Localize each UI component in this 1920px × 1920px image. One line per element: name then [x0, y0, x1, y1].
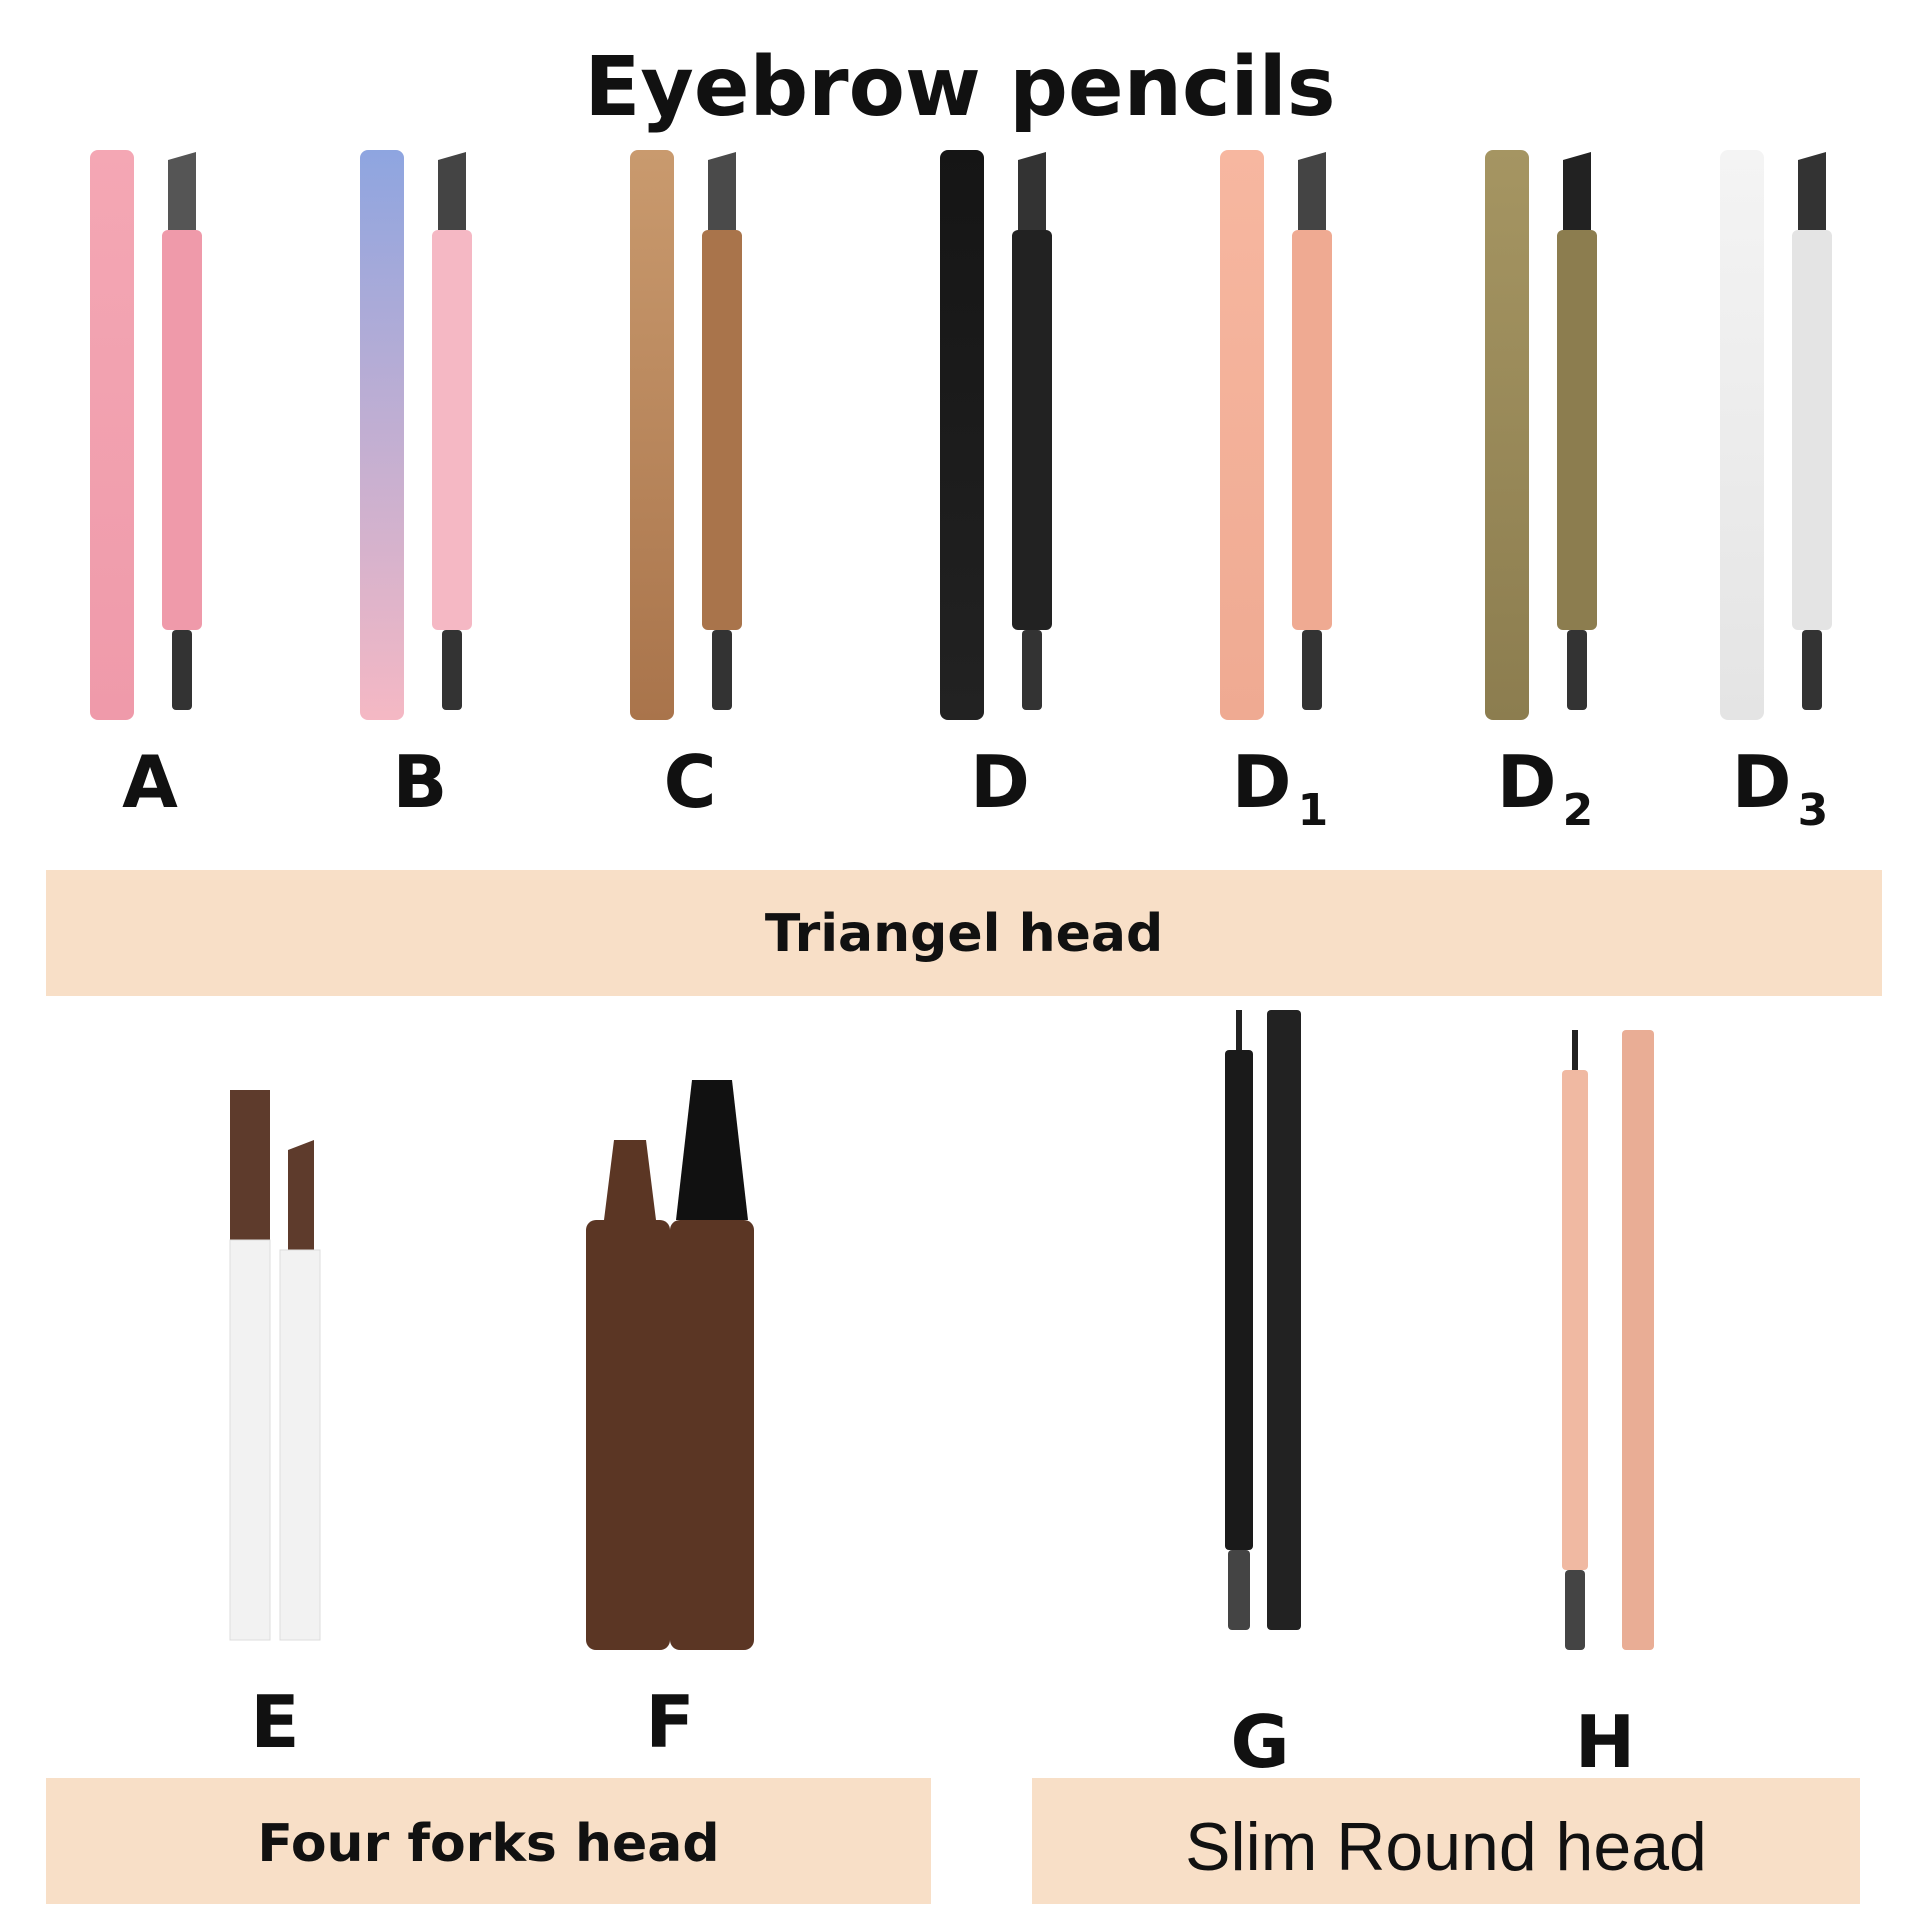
product-label: C — [664, 740, 717, 824]
pencil-body — [1012, 230, 1052, 630]
pencil-cap — [630, 150, 674, 720]
pen-cap-top — [230, 1090, 270, 1240]
pencil-tip — [1236, 1010, 1242, 1050]
slim-round-head-band: Slim Round head — [1032, 1778, 1860, 1904]
four-forks-head-band: Four forks head — [46, 1778, 931, 1904]
product-letter: D — [970, 740, 1030, 824]
pencil-image — [1225, 1010, 1301, 1630]
product-label: D — [970, 740, 1030, 824]
spoolie-brush — [1565, 1570, 1585, 1650]
pencil-cap — [1220, 150, 1264, 720]
pencil-tip — [1563, 152, 1591, 230]
pen-tip — [288, 1140, 314, 1250]
pencil-cap — [1485, 150, 1529, 720]
pencil-image — [1562, 1030, 1654, 1650]
product-letter: A — [122, 740, 178, 824]
pencil-image — [1720, 150, 1832, 720]
pencil-cap — [360, 150, 404, 720]
pencil-image — [1220, 150, 1332, 720]
product-label: G — [1230, 1700, 1290, 1784]
slim-round-head-label: Slim Round head — [1185, 1809, 1707, 1885]
spoolie-brush — [1302, 630, 1322, 710]
pencil-image — [360, 150, 472, 720]
pencil-image — [1485, 150, 1597, 720]
triangle-head-band: Triangel head — [46, 870, 1882, 996]
spoolie-brush — [712, 630, 732, 710]
pencil-body — [1562, 1070, 1588, 1570]
pencil-tip — [1572, 1030, 1578, 1070]
spoolie-brush — [1802, 630, 1822, 710]
pencil-tip — [1298, 152, 1326, 230]
spoolie-brush — [1567, 630, 1587, 710]
pencil-tip — [1798, 152, 1826, 230]
product-subscript: 3 — [1797, 785, 1829, 836]
product-letter: D — [1731, 740, 1792, 824]
product-letter: D — [1496, 740, 1557, 824]
pencil-tip — [708, 152, 736, 230]
product-letter: B — [392, 740, 448, 824]
pencil-cap — [1720, 150, 1764, 720]
page-title: Eyebrow pencils — [584, 40, 1336, 135]
pencil-body — [432, 230, 472, 630]
pencil-body — [1225, 1050, 1253, 1550]
pencil-body — [702, 230, 742, 630]
pencil-image — [229, 1090, 321, 1641]
product-label: B — [393, 740, 448, 824]
product-subscript: 2 — [1562, 785, 1594, 836]
pencil-body — [162, 230, 202, 630]
pen-tip — [604, 1140, 656, 1220]
pen-cap — [676, 1080, 748, 1220]
spoolie-brush — [1022, 630, 1042, 710]
pen-body — [586, 1220, 670, 1650]
pencil-cap — [1622, 1030, 1654, 1650]
pencil-image — [630, 150, 742, 720]
triangle-head-label: Triangel head — [764, 904, 1164, 964]
product-label: H — [1574, 1700, 1636, 1784]
pen-body — [279, 1249, 321, 1641]
pencil-body — [1792, 230, 1832, 630]
product-subscript: 1 — [1297, 785, 1329, 836]
spoolie-brush — [172, 630, 192, 710]
four-forks-head-label: Four forks head — [257, 1814, 720, 1874]
product-letter: C — [663, 740, 717, 824]
pen-body — [670, 1220, 754, 1650]
pencil-body — [1292, 230, 1332, 630]
product-label: E — [250, 1680, 300, 1764]
pen-body — [229, 1239, 271, 1641]
spoolie-brush — [1228, 1550, 1250, 1630]
pencil-body — [1557, 230, 1597, 630]
product-label: A — [122, 740, 178, 824]
product-label: F — [645, 1680, 695, 1764]
pencil-tip — [1018, 152, 1046, 230]
pencil-tip — [438, 152, 466, 230]
pencil-cap — [940, 150, 984, 720]
spoolie-brush — [442, 630, 462, 710]
pencil-image — [940, 150, 1052, 720]
pencil-cap — [90, 150, 134, 720]
pencil-image — [586, 1080, 754, 1650]
pencil-image — [90, 150, 202, 720]
pencil-cap — [1267, 1010, 1301, 1630]
product-letter: D — [1231, 740, 1292, 824]
pencil-tip — [168, 152, 196, 230]
